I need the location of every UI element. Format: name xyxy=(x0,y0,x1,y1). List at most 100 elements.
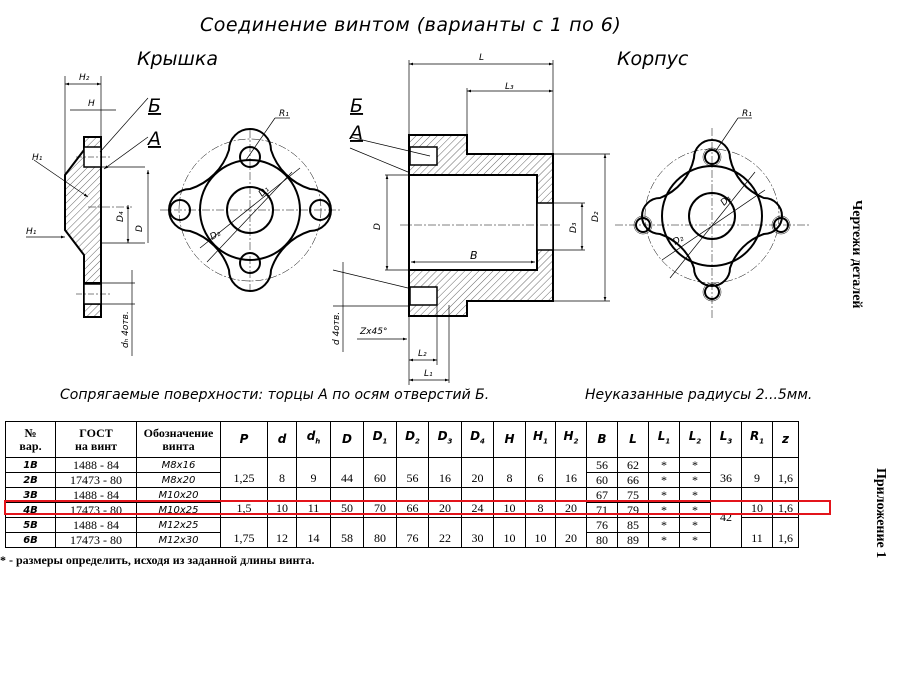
header-D3: D3 xyxy=(428,421,462,458)
cell-D1: 70 xyxy=(363,487,397,518)
dim-D2-cover: D₂ xyxy=(209,228,223,242)
cell-D3: 22 xyxy=(428,517,462,548)
cell-H1: 8 xyxy=(525,487,556,518)
table-row: 3В 1488 - 84 M10x20 1,5 10 11 50 70 66 2… xyxy=(5,487,799,548)
header-z: z xyxy=(772,421,799,458)
cell-H2: 20 xyxy=(555,517,587,548)
label-B-cover: Б xyxy=(148,95,161,117)
cell-D: 58 xyxy=(330,517,364,548)
dim-chamfer: Zx45° xyxy=(359,327,387,337)
cell-d: 12 xyxy=(267,517,297,548)
cell-D1: 80 xyxy=(363,517,397,548)
cell-D2: 56 xyxy=(396,457,429,488)
cell-L2: * xyxy=(679,502,711,518)
housing-front-view xyxy=(615,117,810,320)
cell-B: 80 xyxy=(586,532,618,548)
cell-variant: 1В xyxy=(5,457,56,473)
header-D: D xyxy=(330,421,364,458)
appendix-side-label: Приложение 1 xyxy=(873,468,888,559)
cell-D3: 16 xyxy=(428,457,462,488)
dim-R1-housing: R₁ xyxy=(742,109,752,119)
dim-H: H xyxy=(88,99,95,109)
cell-P: 1,25 xyxy=(220,457,268,488)
mating-surfaces-note: Сопрягаемые поверхности: торцы А по осям… xyxy=(60,387,490,403)
radii-note: Неуказанные радиусы 2...5мм. xyxy=(585,387,813,403)
cell-gost: 17473 - 80 xyxy=(55,472,137,488)
cell-gost: 1488 - 84 xyxy=(55,517,137,533)
cell-H2: 20 xyxy=(555,487,587,518)
technical-drawing: H₂ H Б А H₁ H₁ D₄ D dₕ 4отв. R₁ D₁ D₂ xyxy=(26,53,810,385)
housing-section xyxy=(332,60,610,385)
dim-L: L xyxy=(479,53,484,63)
dim-L1: L₁ xyxy=(424,369,433,379)
cell-P: 1,75 xyxy=(220,517,268,548)
cell-P: 1,5 xyxy=(220,487,268,518)
cell-screw: M12x25 xyxy=(136,517,221,533)
cell-gost: 1488 - 84 xyxy=(55,457,137,473)
cell-R1: 10 xyxy=(741,487,773,518)
cell-B: 56 xyxy=(586,457,618,473)
cell-gost: 1488 - 84 xyxy=(55,487,137,503)
cell-H: 8 xyxy=(493,457,526,488)
cell-D4: 24 xyxy=(461,487,494,518)
cell-screw: M8x16 xyxy=(136,457,221,473)
header-B: B xyxy=(586,421,618,458)
dim-H1: H₁ xyxy=(26,227,37,237)
cell-D4: 30 xyxy=(461,517,494,548)
dim-D2-housing-front: D₂ xyxy=(672,233,686,247)
header-L3: L3 xyxy=(710,421,742,458)
cell-B: 67 xyxy=(586,487,618,503)
cell-D1: 60 xyxy=(363,457,397,488)
cell-L1: * xyxy=(648,517,680,533)
cell-L1: * xyxy=(648,502,680,518)
table-footnote: * - размеры определить, исходя из заданн… xyxy=(0,553,315,567)
cell-dh: 11 xyxy=(296,487,331,518)
cell-variant: 5В xyxy=(5,517,56,533)
header-D4: D4 xyxy=(461,421,494,458)
dim-R1-cover: R₁ xyxy=(279,109,289,119)
header-H: H xyxy=(493,421,526,458)
cell-z: 1,6 xyxy=(772,457,799,488)
cell-dh: 14 xyxy=(296,517,331,548)
dim-dh: dₕ 4отв. xyxy=(121,311,131,348)
cell-screw: M10x25 xyxy=(136,502,221,518)
dim-L3: L₃ xyxy=(505,82,514,92)
header-H2: H2 xyxy=(555,421,587,458)
part-label-cover: Крышка xyxy=(137,48,219,70)
cell-L3: 42 xyxy=(710,487,742,548)
cell-L1: * xyxy=(648,472,680,488)
cover-front-view xyxy=(160,117,340,292)
cell-variant: 4В xyxy=(5,502,56,518)
table-row: 6В 17473 - 80 M12x30 80 89 * * xyxy=(5,532,799,548)
cell-L: 75 xyxy=(617,487,649,503)
header-L2: L2 xyxy=(679,421,711,458)
cell-variant: 2В xyxy=(5,472,56,488)
cell-variant: 6В xyxy=(5,532,56,548)
label-B-housing: Б xyxy=(350,95,363,117)
cell-L: 66 xyxy=(617,472,649,488)
dim-H1-top: H₁ xyxy=(32,153,43,163)
cover-side-section xyxy=(26,76,150,356)
label-A-housing: А xyxy=(348,122,363,144)
cell-z: 1,6 xyxy=(772,487,799,518)
cell-d: 8 xyxy=(267,457,297,488)
header-dh: dh xyxy=(296,421,331,458)
cell-gost: 17473 - 80 xyxy=(55,502,137,518)
cell-d: 10 xyxy=(267,487,297,518)
cell-dh: 9 xyxy=(296,457,331,488)
header-d: d xyxy=(267,421,297,458)
cell-H1: 6 xyxy=(525,457,556,488)
cell-D4: 20 xyxy=(461,457,494,488)
drawing-title: Соединение винтом (варианты с 1 по 6) xyxy=(200,14,622,36)
cell-L1: * xyxy=(648,532,680,548)
dim-L2: L₂ xyxy=(418,349,427,359)
cell-H: 10 xyxy=(493,517,526,548)
cell-L1: * xyxy=(648,457,680,473)
cell-L: 62 xyxy=(617,457,649,473)
cell-D3: 20 xyxy=(428,487,462,518)
cell-R1: 9 xyxy=(741,457,773,488)
table-row: 1В 1488 - 84 M8x16 1,25 8 9 44 60 56 16 … xyxy=(5,457,799,488)
